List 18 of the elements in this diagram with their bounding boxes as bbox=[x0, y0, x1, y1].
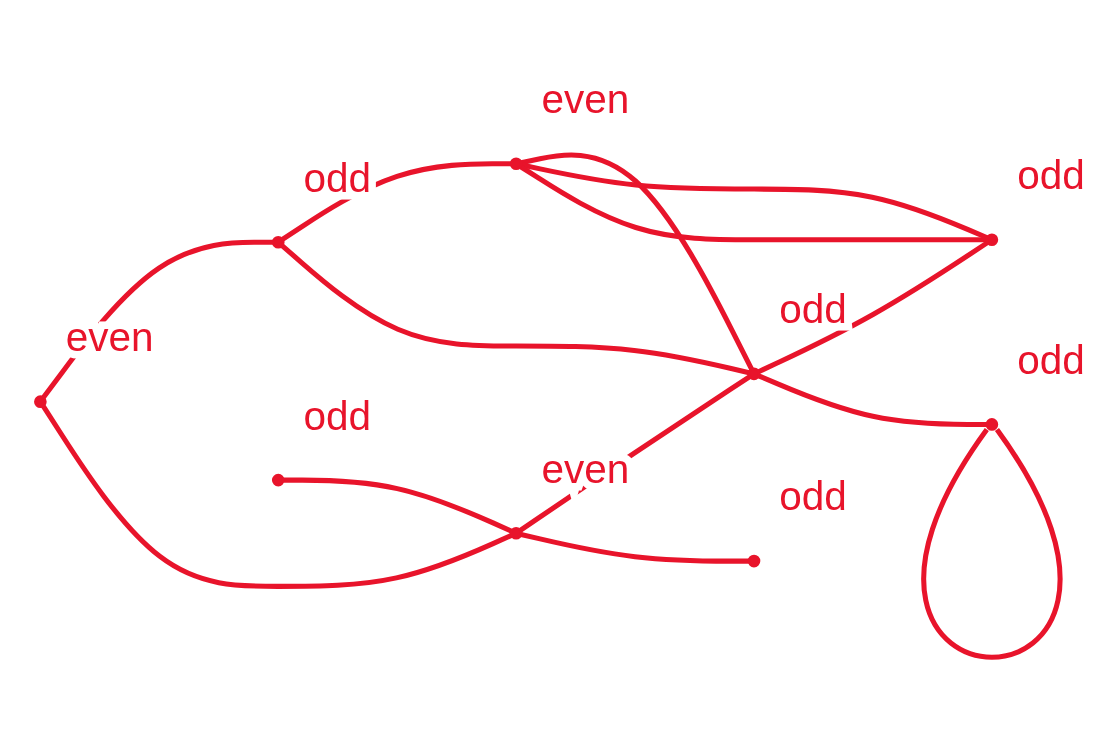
graph-edge bbox=[283, 477, 513, 534]
graph-edge bbox=[41, 404, 513, 589]
graph-edge bbox=[281, 161, 512, 242]
graph-edge bbox=[757, 373, 987, 427]
graph-edge bbox=[520, 531, 749, 564]
loop-edge bbox=[923, 428, 1061, 660]
vertex-label: odd bbox=[779, 473, 847, 520]
vertex-label: odd bbox=[303, 154, 372, 201]
graph-edge bbox=[757, 240, 990, 374]
vertex-label: odd bbox=[303, 392, 372, 439]
vertex-label: odd bbox=[1017, 152, 1085, 199]
vertex-label: odd bbox=[1017, 336, 1085, 383]
graph-edge bbox=[518, 374, 752, 533]
graph-edge bbox=[520, 152, 754, 371]
vertex-label: even bbox=[541, 76, 630, 123]
graph-edge bbox=[280, 243, 750, 376]
vertex-label: odd bbox=[779, 286, 847, 333]
graph-edge bbox=[41, 239, 274, 400]
